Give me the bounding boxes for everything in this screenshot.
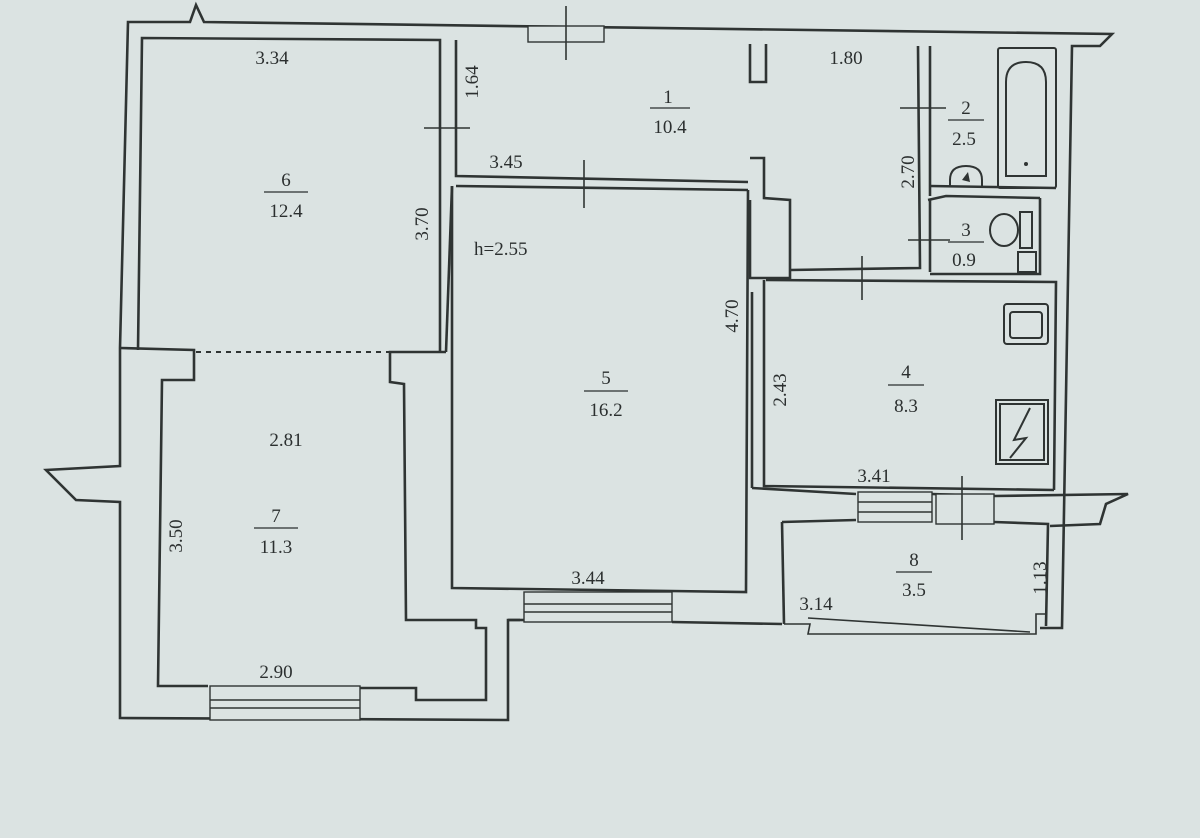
balcony-door: [935, 493, 995, 525]
dim-370: 3.70: [412, 207, 433, 240]
room-label-6: 6 12.4: [264, 170, 308, 222]
svg-text:10.4: 10.4: [653, 117, 687, 138]
window-kitchen: [857, 491, 933, 523]
dim-345: 3.45: [489, 152, 522, 173]
dim-164: 1.64: [462, 65, 483, 99]
svg-text:16.2: 16.2: [589, 400, 622, 421]
exterior-walls: [43, 1, 1116, 722]
svg-text:2: 2: [961, 98, 971, 119]
svg-text:2.5: 2.5: [952, 129, 976, 150]
room-label-5: 5 16.2: [584, 368, 628, 421]
room-label-4: 4 8.3: [888, 362, 924, 417]
room-label-8: 8 3.5: [896, 550, 932, 601]
svg-text:5: 5: [601, 368, 611, 389]
window-room-7: [209, 685, 361, 721]
svg-text:4: 4: [901, 362, 911, 383]
svg-text:8: 8: [909, 550, 919, 571]
door-ticks: [424, 6, 963, 540]
room-label-3: 3 0.9: [948, 220, 984, 271]
dim-113: 1.13: [1030, 561, 1051, 594]
sink-icon: [949, 164, 983, 186]
dim-290: 2.90: [259, 662, 292, 683]
svg-text:0.9: 0.9: [952, 250, 976, 271]
bathtub-icon: [997, 47, 1057, 189]
dim-334: 3.34: [255, 48, 289, 69]
svg-text:11.3: 11.3: [260, 537, 293, 558]
svg-text:8.3: 8.3: [894, 396, 918, 417]
toilet-icon: [989, 211, 1037, 273]
kitchen-sink-icon: [995, 399, 1049, 465]
svg-text:6: 6: [281, 170, 291, 191]
room-label-2: 2 2.5: [948, 98, 984, 150]
interior-walls: [438, 40, 1129, 635]
dim-314: 3.14: [799, 594, 833, 615]
dim-341: 3.41: [857, 466, 890, 487]
dim-350: 3.50: [166, 519, 187, 552]
svg-text:12.4: 12.4: [269, 201, 303, 222]
dimension-labels: 3.34 1.64 1.80 3.45 2.70 3.70 4.70 2.43 …: [166, 48, 1051, 683]
svg-text:1: 1: [663, 87, 673, 108]
svg-text:7: 7: [271, 506, 281, 527]
stove-icon: [1003, 303, 1049, 345]
dim-270: 2.70: [898, 155, 919, 188]
dim-344: 3.44: [571, 568, 605, 589]
svg-text:3.5: 3.5: [902, 580, 926, 601]
room-label-7: 7 11.3: [254, 506, 298, 558]
svg-text:3: 3: [961, 220, 971, 241]
dim-243: 2.43: [770, 373, 791, 406]
window-room-5: [523, 591, 673, 623]
dim-470: 4.70: [722, 299, 743, 332]
ceiling-height: h=2.55: [474, 239, 527, 260]
dim-180: 1.80: [829, 48, 862, 69]
dim-281: 2.81: [269, 430, 302, 451]
room-label-1: 1 10.4: [650, 87, 690, 138]
room-labels: 1 10.4 2 2.5 3 0.9 4 8.3 5 16.2: [254, 87, 984, 601]
